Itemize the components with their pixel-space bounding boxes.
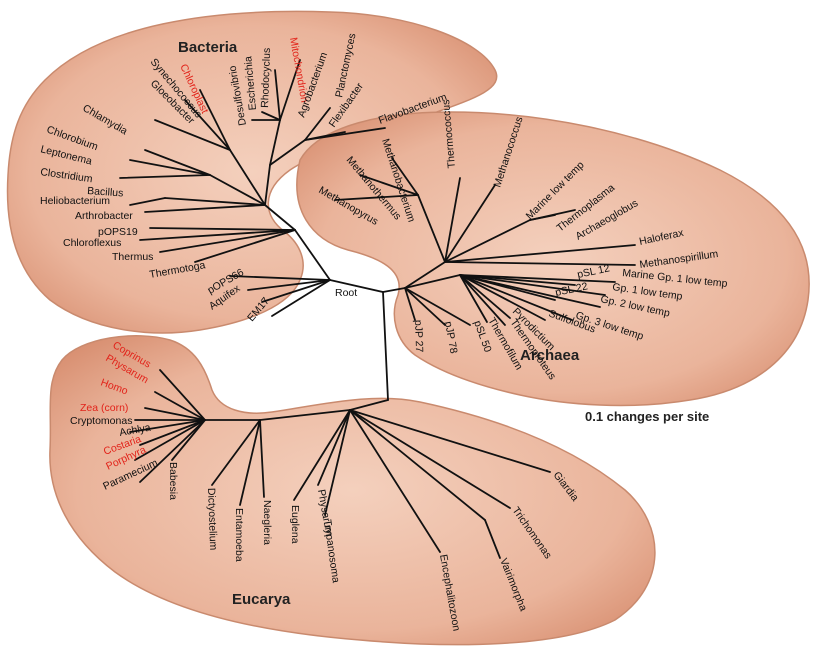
taxon-label: Rhodocyclus	[259, 48, 273, 109]
taxon-label: Euglena	[289, 505, 301, 544]
tree-branch	[383, 292, 388, 400]
taxon-label: Cryptomonas	[70, 415, 132, 427]
root-label: Root	[335, 287, 357, 299]
scale-label: 0.1 changes per site	[585, 409, 709, 424]
taxon-label: Heliobacterium	[40, 195, 110, 207]
taxon-label: Dictyostelium	[205, 488, 219, 551]
eucarya-domain-label: Eucarya	[232, 591, 291, 608]
taxon-label: pJP 27	[412, 320, 425, 353]
taxon-label: Naegleria	[261, 500, 273, 545]
taxon-label: Arthrobacter	[75, 210, 133, 222]
taxon-label: Thermus	[112, 251, 153, 263]
taxon-label: Chloroflexus	[63, 237, 121, 249]
taxon-label: Babesia	[167, 462, 179, 500]
bacteria-domain-label: Bacteria	[178, 39, 238, 56]
taxon-label: Zea (corn)	[80, 402, 128, 414]
taxon-label: Entamoeba	[233, 508, 245, 562]
